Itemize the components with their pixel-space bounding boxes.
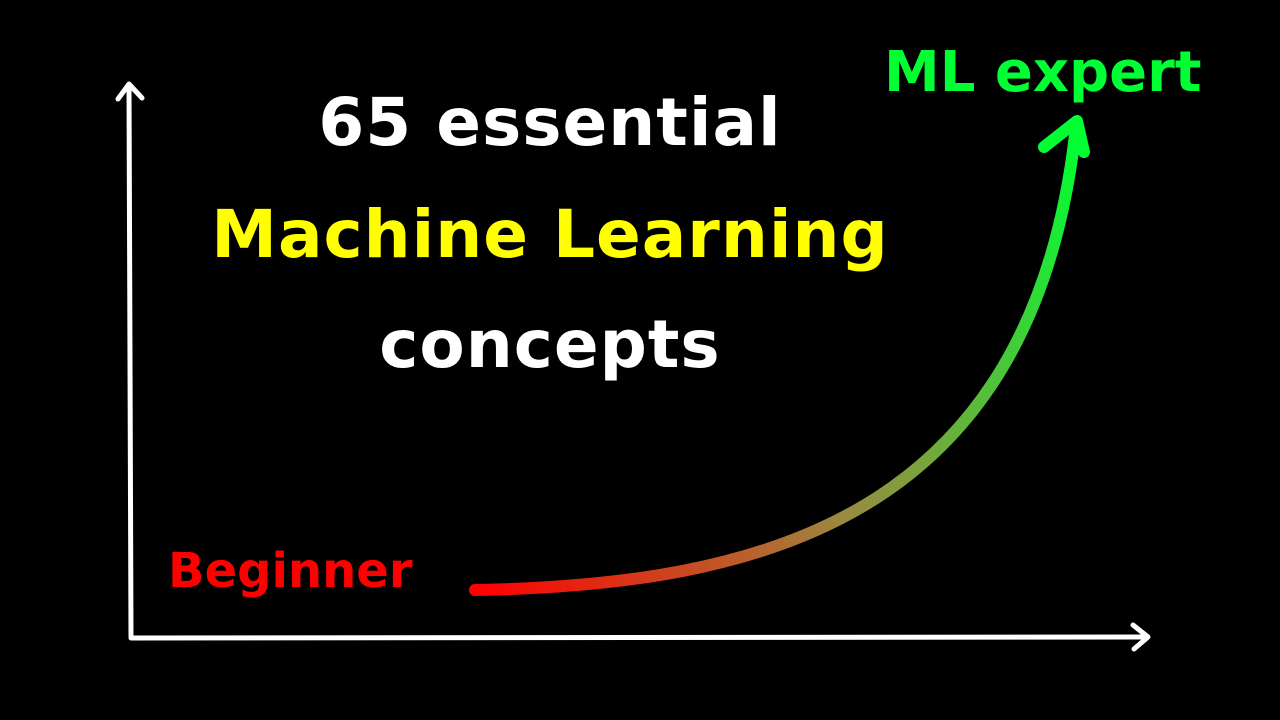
y-axis-arrow	[115, 81, 145, 639]
x-axis-arrow	[128, 622, 1151, 652]
growth-curve-arrowhead	[1038, 115, 1090, 158]
title-line-3: concepts	[379, 306, 721, 383]
ml-expert-label: ML expert	[884, 40, 1202, 105]
title-line-1: 65 essential	[318, 84, 782, 161]
growth-curve	[469, 129, 1081, 596]
title-line-2: Machine Learning	[211, 196, 889, 273]
beginner-label: Beginner	[168, 543, 413, 599]
